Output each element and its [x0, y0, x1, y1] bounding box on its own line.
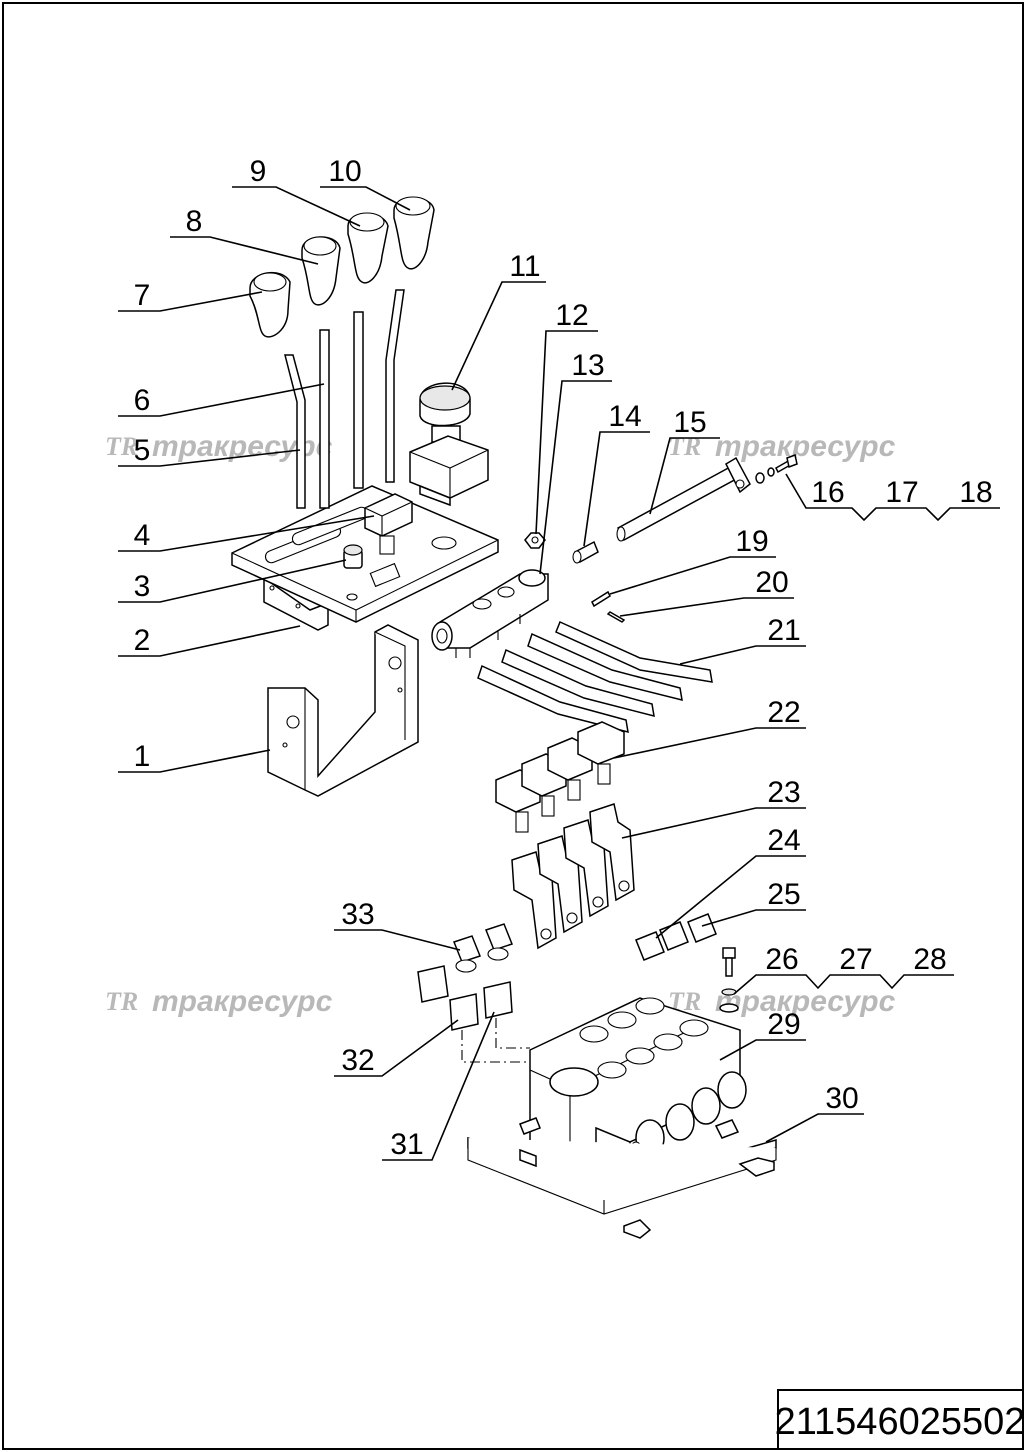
callout-22: 22	[767, 696, 800, 729]
part-base-tray	[467, 1117, 777, 1239]
callout-21: 21	[767, 614, 800, 647]
part-base-plate	[231, 485, 499, 623]
part-fasteners	[755, 453, 798, 484]
callout-31: 31	[390, 1128, 423, 1161]
part-shaft	[616, 456, 751, 542]
part-linkage-rods	[477, 620, 713, 734]
callout-16: 16	[811, 476, 844, 509]
part-angle-plate	[263, 576, 329, 631]
callout-4: 4	[134, 519, 151, 552]
callout-29: 29	[767, 1008, 800, 1041]
title-block: 211546025502	[775, 1389, 1026, 1450]
callout-12: 12	[555, 299, 588, 332]
watermark: ТR тракресурс	[668, 985, 896, 1018]
callout-9: 9	[250, 155, 267, 188]
callout-11: 11	[509, 250, 540, 283]
callout-28: 28	[913, 943, 946, 976]
callout-24: 24	[767, 824, 800, 857]
callout-10: 10	[328, 155, 361, 188]
callout-8: 8	[186, 205, 203, 238]
part-lever-rods	[284, 289, 405, 509]
watermark-logo: ТR	[668, 432, 701, 461]
callout-20: 20	[755, 566, 788, 599]
watermark-logo: ТR	[105, 987, 138, 1016]
callout-7: 7	[134, 279, 151, 312]
callout-14: 14	[608, 400, 641, 433]
part-lever-knob	[249, 271, 291, 338]
callout-labels: 1 2 3 4 5 6 7 8 9 10 11 12 13 14 15 16 1…	[134, 155, 993, 1161]
callout-26: 26	[765, 943, 798, 976]
callout-27: 27	[839, 943, 872, 976]
part-lever-knob	[301, 236, 341, 306]
part-elbow-fittings	[453, 913, 717, 973]
callout-15: 15	[673, 406, 706, 439]
part-push-button	[409, 382, 489, 507]
callout-2: 2	[134, 624, 151, 657]
part-clevis-blocks	[495, 721, 625, 833]
callout-19: 19	[735, 525, 768, 558]
callout-25: 25	[767, 878, 800, 911]
watermark: ТR тракресурс	[668, 430, 896, 463]
part-bracket	[267, 624, 419, 797]
part-lever-knob	[393, 196, 435, 270]
part-switch	[364, 493, 413, 555]
watermark-text: тракресурс	[152, 985, 333, 1018]
part-sleeve	[572, 540, 599, 564]
part-bushing	[343, 544, 363, 569]
callout-17: 17	[885, 476, 918, 509]
callout-18: 18	[959, 476, 992, 509]
part-pins	[591, 590, 626, 623]
callout-23: 23	[767, 776, 800, 809]
part-bolt-washers	[719, 947, 739, 1013]
callout-30: 30	[825, 1082, 858, 1115]
callout-3: 3	[134, 570, 151, 603]
part-adapters	[417, 965, 530, 1063]
callout-33: 33	[341, 898, 374, 931]
watermark: ТR тракресурс	[105, 985, 333, 1018]
callout-5: 5	[134, 434, 151, 467]
callout-13: 13	[571, 349, 604, 382]
callout-6: 6	[134, 384, 151, 417]
leader-lines	[118, 186, 1000, 1161]
callout-32: 32	[341, 1044, 374, 1077]
part-lever-knob	[347, 212, 389, 284]
watermark-text: тракресурс	[715, 985, 896, 1018]
part-nut	[524, 532, 546, 549]
part-bracket-set	[511, 803, 635, 950]
callout-1: 1	[134, 740, 151, 773]
watermark-logo: ТR	[105, 432, 138, 461]
watermark-text: тракресурс	[715, 430, 896, 463]
document-number: 211546025502	[775, 1401, 1026, 1443]
part-shaft-block	[431, 569, 549, 658]
